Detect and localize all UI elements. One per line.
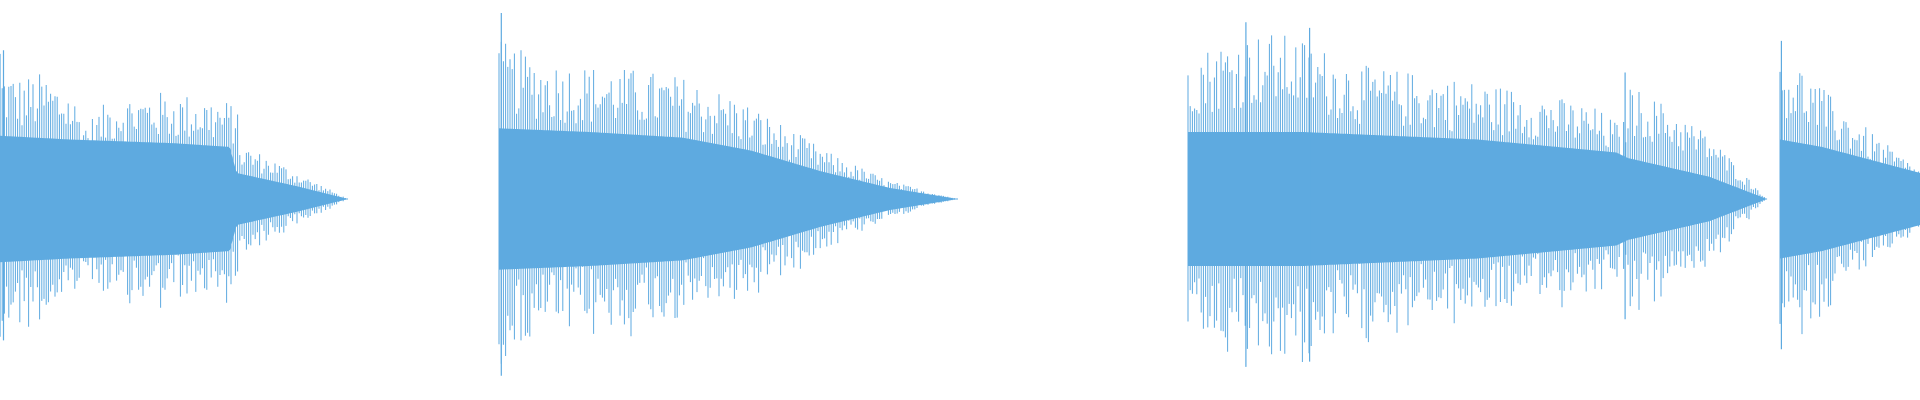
- waveform-clip[interactable]: [0, 50, 349, 341]
- waveform-oscillation: [1779, 71, 1920, 335]
- waveform-clip[interactable]: [498, 13, 958, 376]
- waveform-clip[interactable]: [1779, 40, 1920, 350]
- waveform-clip[interactable]: [1187, 22, 1768, 367]
